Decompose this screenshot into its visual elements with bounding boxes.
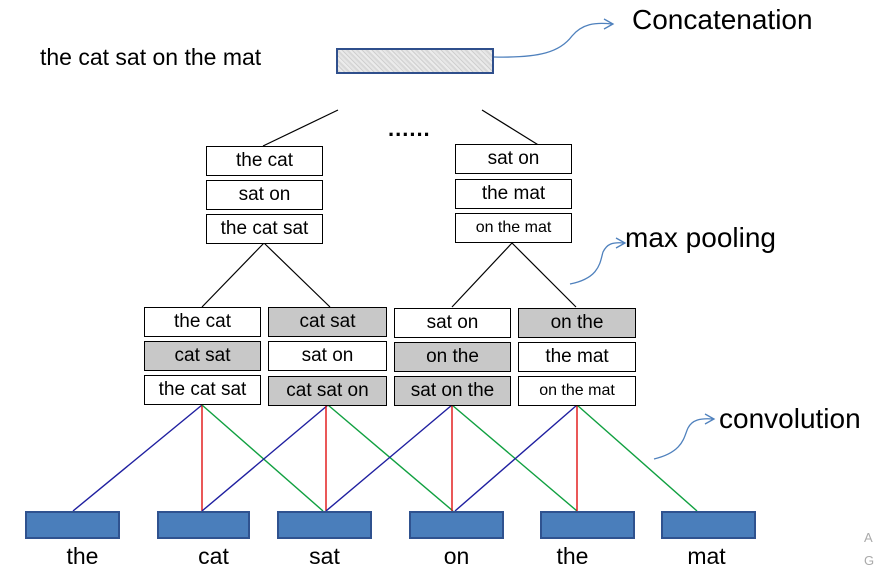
pooled-right-cell: on the mat xyxy=(455,213,572,243)
pooled-left-cell: sat on xyxy=(206,180,323,210)
tree-line xyxy=(201,242,265,308)
conv-cell: sat on the xyxy=(394,376,511,406)
word-label: sat xyxy=(309,543,340,569)
convolution-lines xyxy=(72,404,698,512)
word-embedding xyxy=(157,511,250,539)
arrow-concatenation xyxy=(493,18,615,58)
conv-cell: on the mat xyxy=(518,376,636,406)
arrow-convolution xyxy=(653,413,716,460)
word-embedding xyxy=(661,511,756,539)
tree-line xyxy=(481,109,541,147)
pooled-left-cell: the cat sat xyxy=(206,214,323,244)
word-label: on xyxy=(443,543,470,569)
word-label: the xyxy=(556,543,589,569)
pooled-left-cell: the cat xyxy=(206,146,323,176)
conv-cell: sat on xyxy=(268,341,387,371)
word-label: the xyxy=(66,543,99,569)
pooled-right-cell: sat on xyxy=(455,144,572,174)
tree-line xyxy=(511,242,577,308)
word-embedding xyxy=(409,511,504,539)
ellipsis: ...... xyxy=(388,116,431,141)
tree-line xyxy=(263,242,331,308)
arrow-max-pooling xyxy=(569,237,627,285)
pooled-right-cell: the mat xyxy=(455,179,572,209)
max-pooling-label: max pooling xyxy=(625,222,776,253)
word-embedding xyxy=(277,511,372,539)
word-label: mat xyxy=(687,543,726,569)
conv-cell: sat on xyxy=(394,308,511,338)
word-embedding xyxy=(25,511,120,539)
word-embedding xyxy=(540,511,635,539)
convolution-label: convolution xyxy=(719,403,861,434)
conv-cell: the cat xyxy=(144,307,261,337)
conv-cell: cat sat on xyxy=(268,376,387,406)
tree-line xyxy=(451,242,513,308)
edge-text-a: A xyxy=(864,530,873,545)
conv-cell: on the xyxy=(518,308,636,338)
word-label: cat xyxy=(198,543,229,569)
conv-cell: the mat xyxy=(518,342,636,372)
conv-cell: cat sat xyxy=(144,341,261,371)
tree-line xyxy=(262,109,339,147)
edge-text-b: G xyxy=(864,553,874,568)
concatenation-vector xyxy=(336,48,494,74)
conv-cell: cat sat xyxy=(268,307,387,337)
conv-cell: the cat sat xyxy=(144,375,261,405)
conv-cell: on the xyxy=(394,342,511,372)
input-sentence: the cat sat on the mat xyxy=(40,44,262,70)
concatenation-label: Concatenation xyxy=(632,4,813,35)
